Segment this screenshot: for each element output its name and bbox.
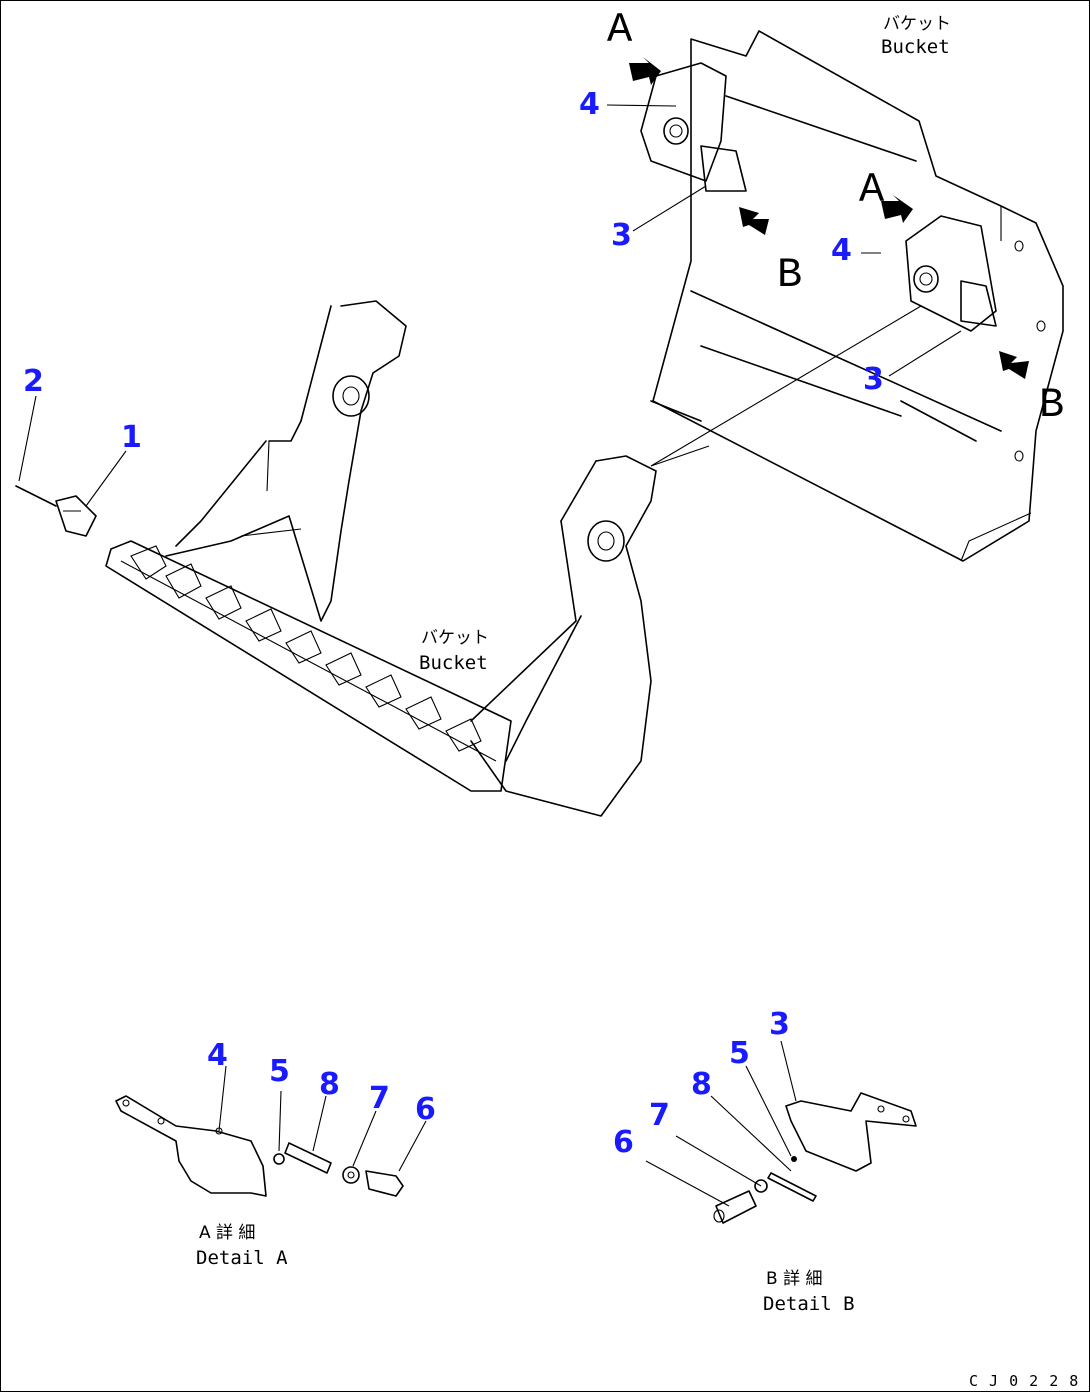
bucket-label-mid-en: Bucket — [419, 652, 488, 674]
callout-4-top: 4 — [579, 87, 600, 122]
detail-b-title-en: Detail B — [763, 1293, 855, 1315]
detail-b-callout-3: 3 — [769, 1007, 790, 1042]
text-labels: バケット Bucket バケット Bucket A 詳 細 Detail A B… — [196, 14, 1089, 1390]
arrow-b-right — [999, 351, 1029, 379]
detail-a-callout-8: 8 — [319, 1067, 340, 1102]
callout-1: 1 — [121, 420, 142, 455]
view-letter-b-right: B — [1039, 381, 1064, 429]
detail-a-parts — [115, 1095, 404, 1197]
view-letter-b-mid: B — [777, 251, 802, 299]
bucket-label-mid-jp: バケット — [421, 628, 489, 648]
detail-a-title-en: Detail A — [196, 1247, 288, 1269]
detail-b-callout-8: 8 — [691, 1067, 712, 1102]
arrow-a-top — [629, 57, 661, 85]
arrow-b-mid — [739, 207, 769, 235]
bucket-body — [640, 30, 1064, 562]
detail-b-title-jp: B 詳 細 — [766, 1269, 822, 1289]
callout-3-top: 3 — [611, 218, 632, 253]
detail-b-callout-7: 7 — [649, 1098, 670, 1133]
detail-a-callout-5: 5 — [269, 1054, 290, 1089]
detail-b-callout-5: 5 — [729, 1036, 750, 1071]
arrow-a-right — [881, 195, 913, 223]
callout-3-right: 3 — [863, 362, 884, 397]
callout-numbers: 2 1 4 3 4 3 4 5 8 7 6 3 5 8 7 6 — [23, 87, 884, 1160]
detail-a-callout-6: 6 — [415, 1092, 436, 1127]
detail-b-parts — [713, 1092, 917, 1224]
bucket-label-top-jp: バケット — [883, 14, 951, 34]
cross-tube-lugs — [130, 545, 482, 752]
view-letter-a-right: A — [859, 166, 885, 214]
detail-a-callout-4: 4 — [207, 1038, 228, 1073]
detail-a-callout-7: 7 — [369, 1081, 390, 1116]
leader-lines — [18, 104, 962, 1207]
lift-arm-frame — [105, 300, 657, 817]
view-letter-group: A B A B — [607, 6, 1064, 429]
detail-b-callout-6: 6 — [613, 1125, 634, 1160]
detail-a-title-jp: A 詳 細 — [199, 1223, 255, 1243]
bucket-label-top-en: Bucket — [881, 36, 950, 58]
drawing-code: C J 0 2 2 8 2 2 — [969, 1372, 1089, 1390]
view-letter-a-top: A — [607, 6, 633, 54]
view-arrows — [629, 57, 1029, 379]
callout-4-right: 4 — [831, 233, 852, 268]
callout-2: 2 — [23, 364, 44, 399]
part-1-2 — [15, 485, 97, 537]
